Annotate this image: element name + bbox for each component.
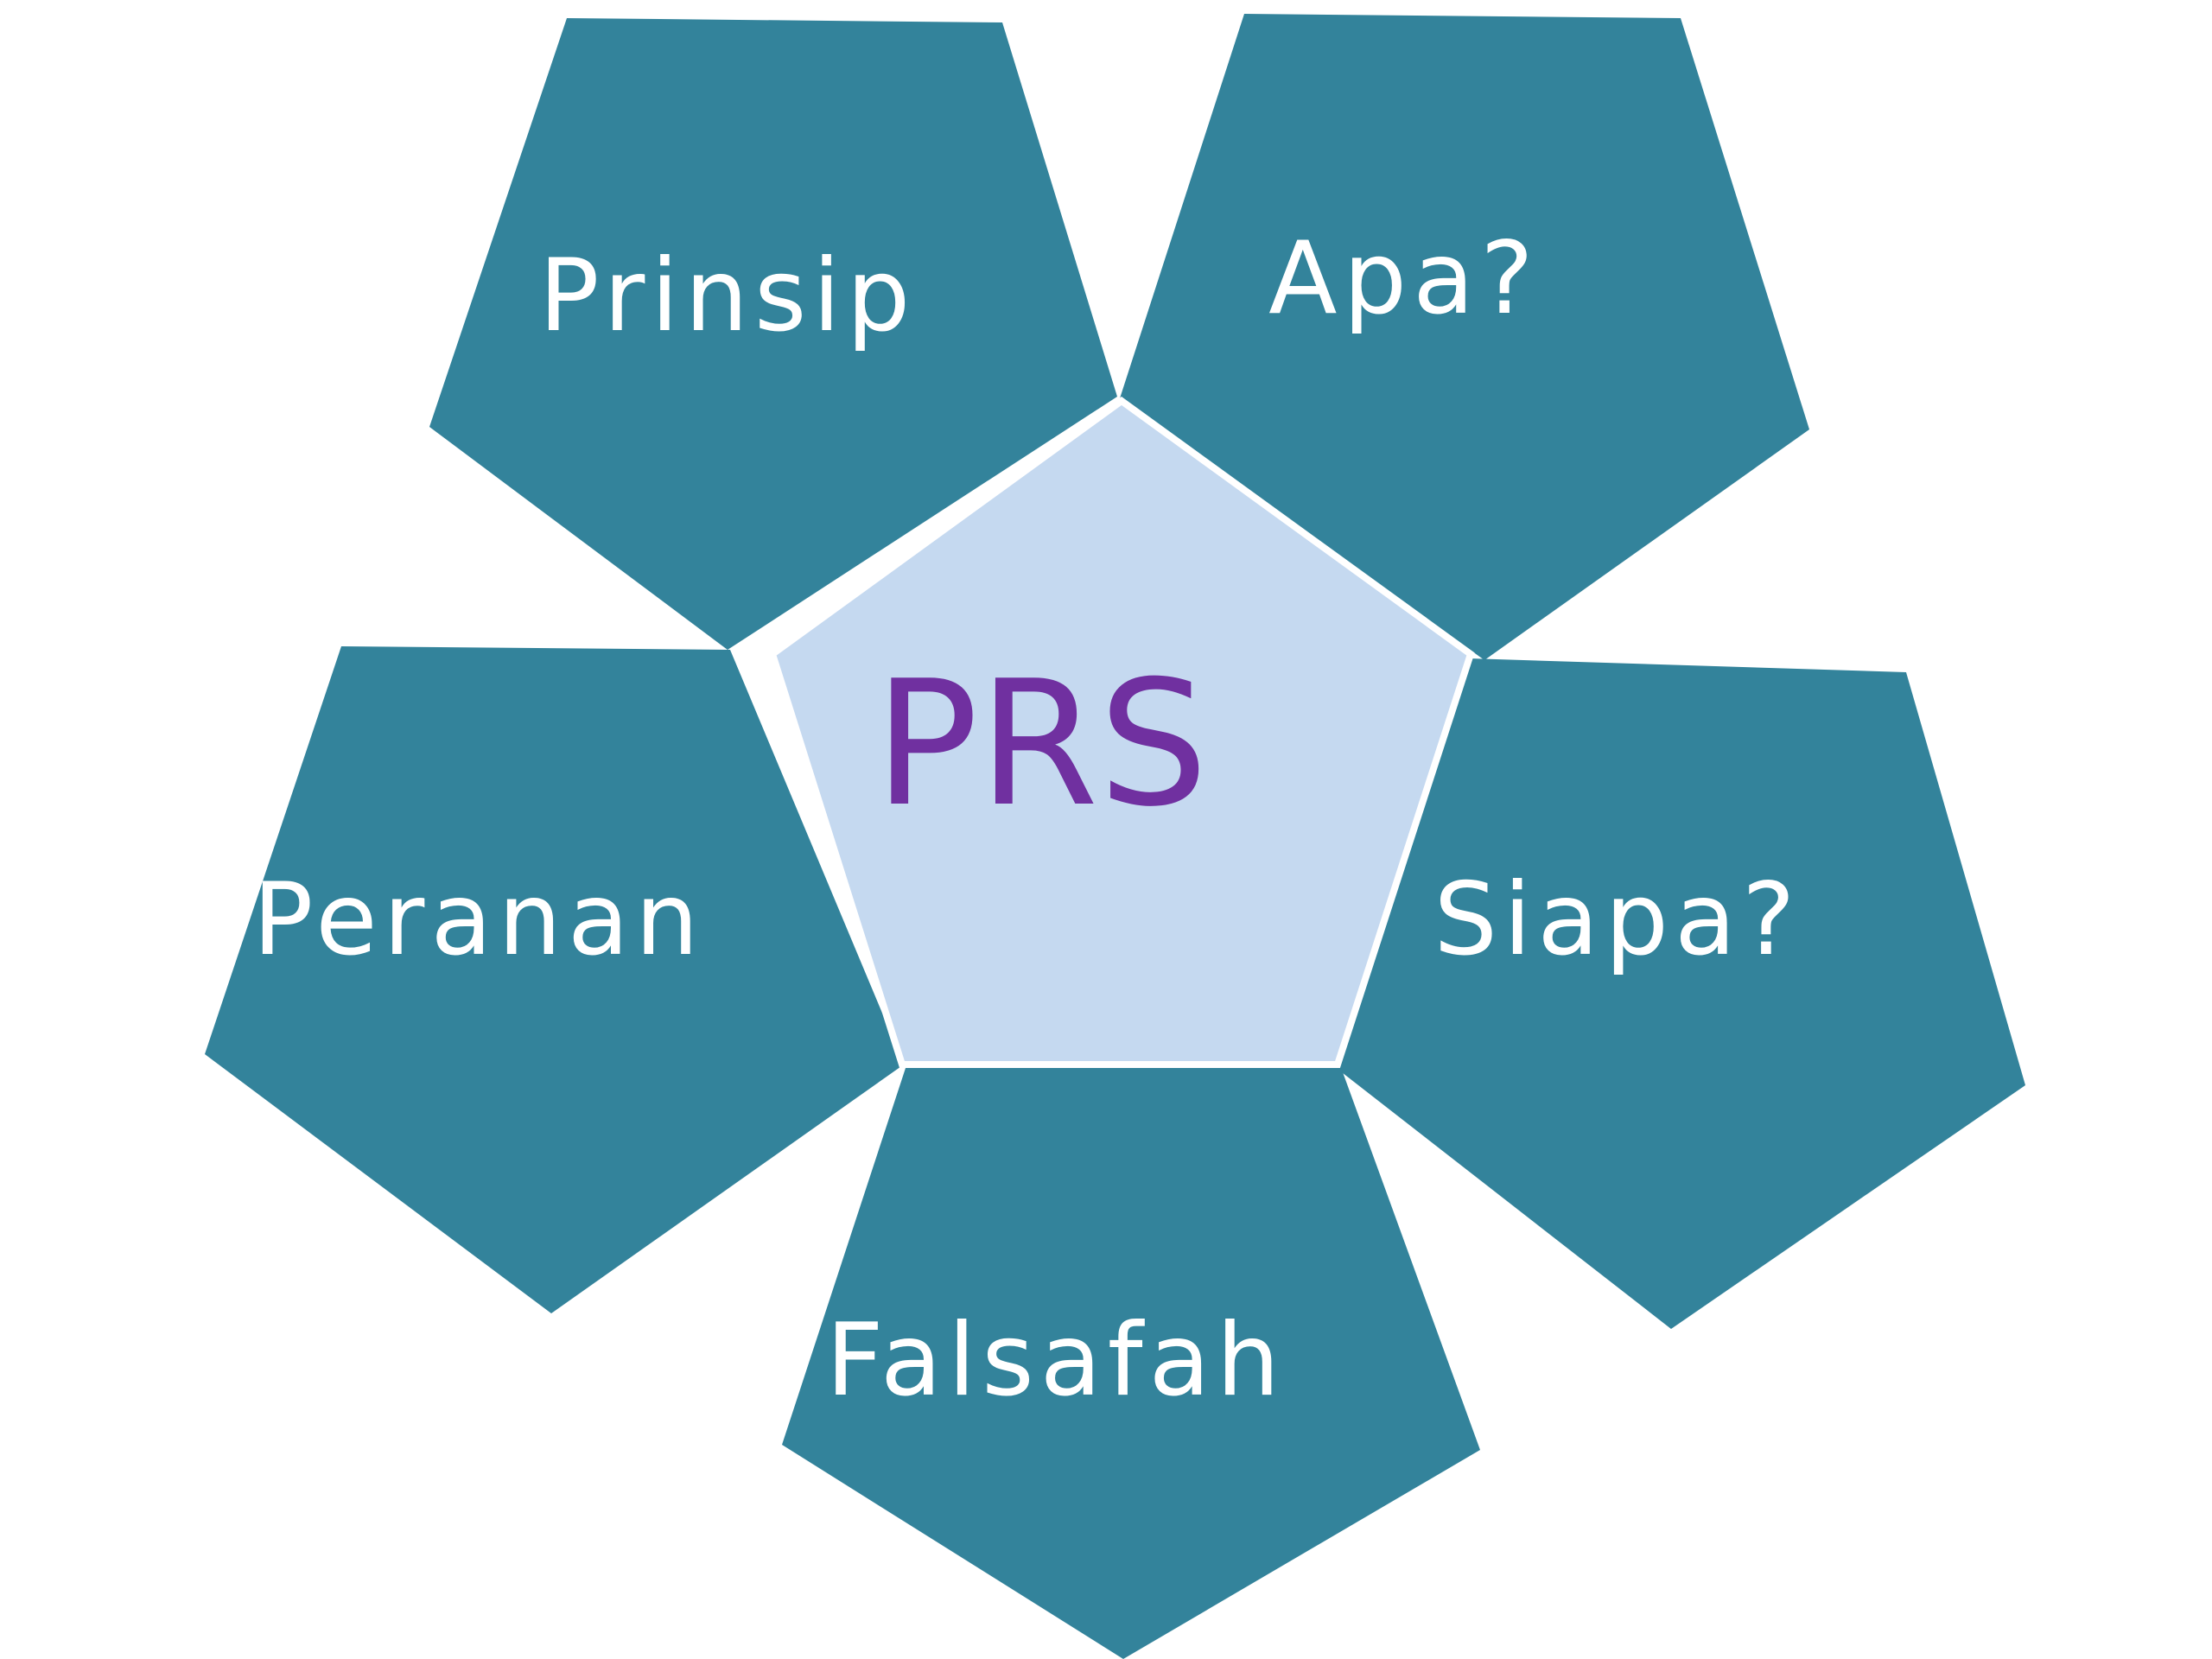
petal-peranan[interactable]: Peranan: [205, 646, 904, 1313]
petal-siapa-shape: [1331, 658, 2025, 1329]
petal-siapa[interactable]: Siapa?: [1331, 658, 2025, 1329]
petal-prinsip-shape: [429, 18, 1117, 650]
center-node: PRS: [768, 397, 1475, 1068]
petal-falsafah-label: Falsafah: [826, 1302, 1286, 1419]
petal-falsafah-shape: [782, 1063, 1480, 1659]
petal-apa-label: Apa?: [1268, 220, 1540, 337]
petal-apa-shape: [1120, 14, 1809, 660]
petal-prinsip[interactable]: Prinsip: [429, 18, 1117, 650]
petal-peranan-shape: [205, 646, 904, 1313]
petal-siapa-label: Siapa?: [1433, 861, 1801, 978]
petal-peranan-label: Peranan: [252, 861, 704, 978]
petal-apa[interactable]: Apa?: [1120, 14, 1809, 660]
center-label: PRS: [874, 644, 1209, 845]
petal-falsafah[interactable]: Falsafah: [782, 1063, 1480, 1659]
center-pentagon-shape: [768, 397, 1475, 1068]
petal-prinsip-label: Prinsip: [539, 238, 917, 354]
